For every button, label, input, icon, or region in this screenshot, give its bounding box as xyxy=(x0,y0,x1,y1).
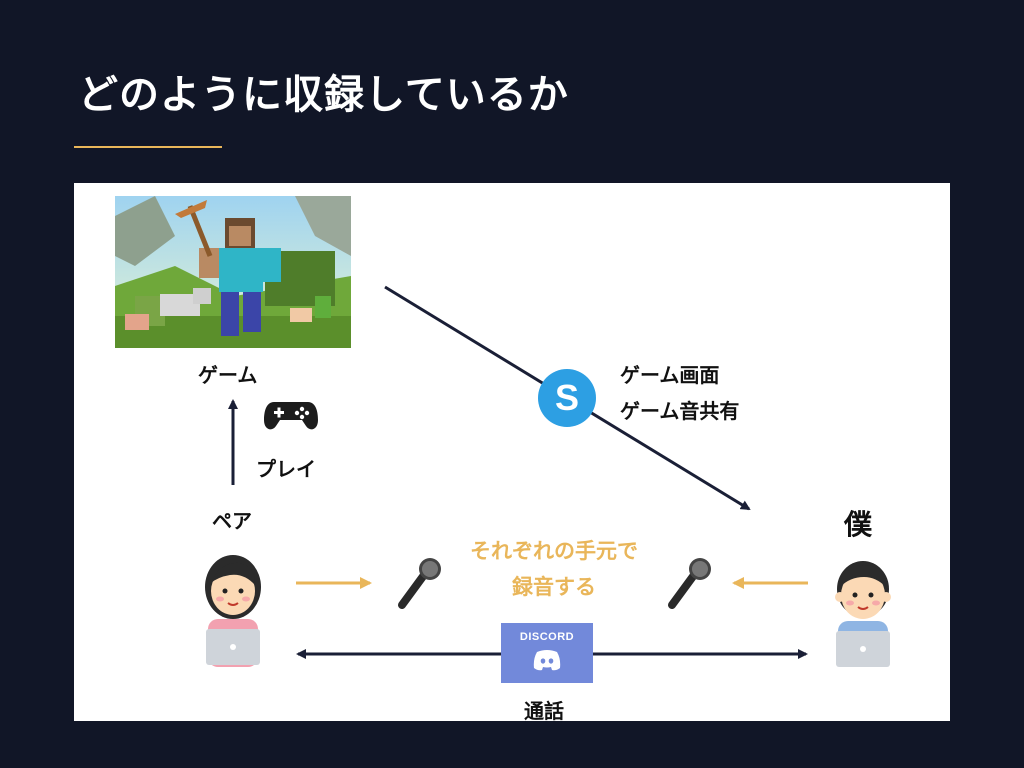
discord-badge: DISCORD xyxy=(501,623,593,683)
pair-label: ペア xyxy=(212,509,252,533)
share-screen-label: ゲーム画面 xyxy=(620,363,720,387)
diagram-panel: ゲーム S ゲーム画面 ゲーム音共有 xyxy=(74,183,950,723)
pair-avatar xyxy=(205,555,261,667)
game-screenshot xyxy=(115,196,351,348)
slide-title: どのように収録しているか xyxy=(78,72,569,118)
call-label: 通話 xyxy=(524,699,564,723)
me-label: 僕 xyxy=(844,508,873,541)
microphone-icon xyxy=(668,558,711,609)
gamepad-icon xyxy=(264,402,318,430)
record-line-2: 録音する xyxy=(512,575,596,599)
title-underline xyxy=(74,146,222,148)
game-label: ゲーム xyxy=(198,363,258,387)
discord-icon xyxy=(533,650,561,671)
microphone-icon xyxy=(398,558,441,609)
svg-text:S: S xyxy=(555,377,579,418)
discord-badge-text: DISCORD xyxy=(519,631,575,643)
share-audio-label: ゲーム音共有 xyxy=(620,399,740,423)
skype-icon: S xyxy=(538,369,596,427)
me-avatar xyxy=(835,561,891,667)
record-locally-note: それぞれの手元で 録音する xyxy=(444,533,664,605)
record-line-1: それぞれの手元で xyxy=(470,539,638,563)
play-label: プレイ xyxy=(256,457,316,481)
